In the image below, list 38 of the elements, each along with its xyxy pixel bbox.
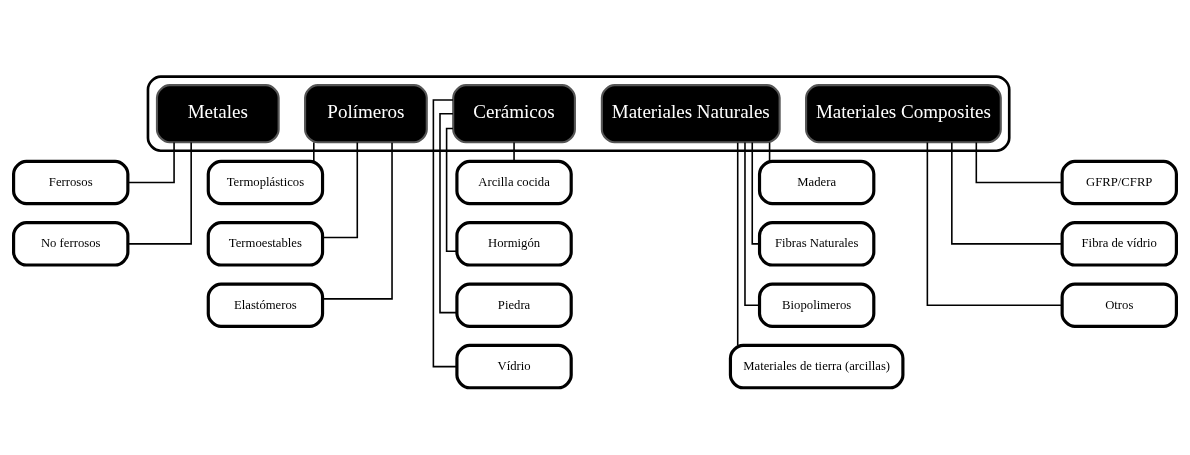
node-box: No ferrosos	[12, 220, 130, 267]
node-box: Hormigón	[455, 220, 573, 267]
node-box: Termoestables	[206, 220, 325, 267]
cluster	[146, 74, 1011, 152]
node-box: Polímeros	[304, 83, 428, 143]
node-box: GFRP/CFRP	[1060, 159, 1178, 205]
node-box: Vídrio	[455, 343, 573, 389]
connector	[768, 141, 771, 162]
connector	[127, 141, 175, 183]
connector	[926, 141, 1063, 306]
node-box: Otros	[1060, 282, 1178, 328]
connector	[445, 127, 458, 252]
connector	[322, 141, 393, 300]
connector	[321, 141, 359, 238]
connector	[313, 141, 315, 162]
connector	[439, 112, 458, 313]
node-box: Biopolimeros	[757, 282, 876, 328]
node-box: Piedra	[455, 282, 573, 328]
node-box: Materiales Naturales	[600, 83, 781, 143]
connector	[432, 98, 458, 367]
node-box: Materiales de tierra (arcillas)	[728, 343, 905, 389]
connector	[127, 141, 192, 245]
node-box: Arcilla cocida	[455, 159, 573, 205]
node-box: Metales	[155, 83, 280, 143]
connector	[744, 141, 761, 306]
node-box: Madera	[757, 159, 876, 205]
connector	[736, 141, 739, 346]
node-box: Fibras Naturales	[757, 220, 876, 267]
connector	[951, 141, 1063, 245]
node-box: Elastómeros	[206, 282, 325, 328]
node-box: Termoplásticos	[206, 159, 325, 205]
connector	[513, 141, 515, 162]
connector	[751, 141, 760, 245]
node-box: Cerámicos	[452, 83, 576, 143]
node-box: Fibra de vídrio	[1060, 220, 1178, 267]
node-box: Ferrosos	[12, 159, 130, 205]
node-box: Materiales Composites	[805, 83, 1002, 143]
connector	[975, 141, 1063, 183]
